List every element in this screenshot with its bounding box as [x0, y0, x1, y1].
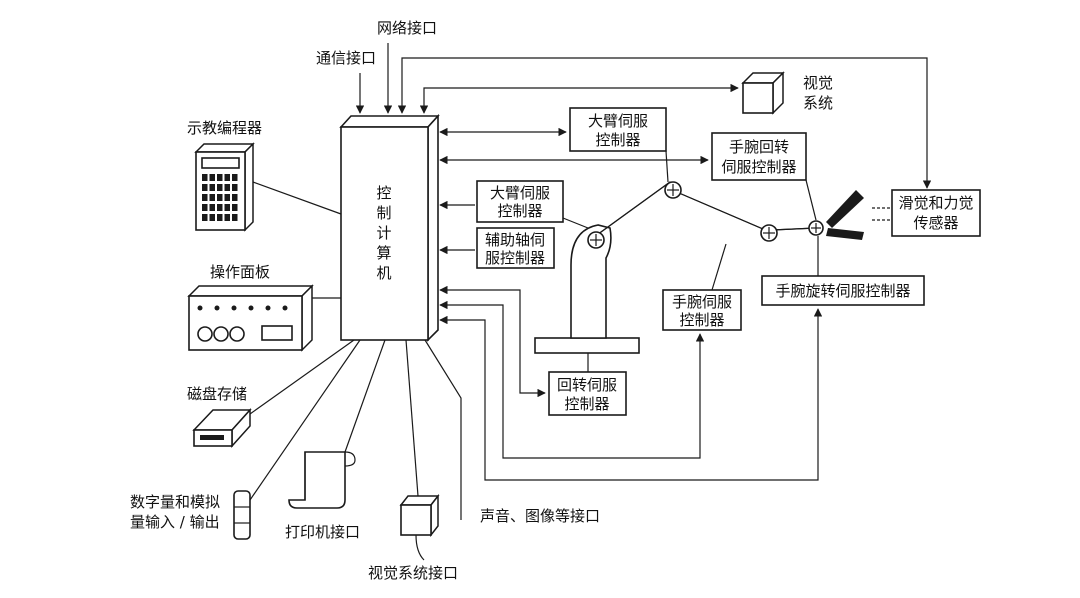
digital-analog-io-label-2: 量输入 / 输出	[130, 513, 220, 531]
wrist-spin-servo-line	[439, 308, 823, 481]
wrist-rotate-servo-label-1: 手腕回转	[729, 138, 789, 156]
control-computer-label: 控制计算机	[376, 184, 391, 282]
arm-servo-top-label-2: 控制器	[595, 131, 640, 149]
digital-analog-io-label-1: 数字量和模拟	[130, 493, 220, 511]
printer-paper-device	[288, 451, 356, 509]
sensor-link-line	[397, 57, 932, 189]
wrist-rotate-servo-leader	[805, 179, 817, 221]
aux-axis-servo-box	[476, 227, 555, 269]
sound-image-interface-label: 声音、图像等接口	[480, 507, 600, 525]
wrist-servo-label-2: 控制器	[679, 311, 724, 329]
wrist-servo-label-1: 手腕伺服	[672, 293, 732, 311]
arm-servo-left-label-2: 控制器	[497, 202, 542, 220]
wrist-rotate-servo-box	[711, 132, 807, 181]
operation-panel-device	[187, 284, 314, 352]
robot-arm	[534, 181, 864, 354]
gripper	[826, 190, 864, 240]
control-computer: 控制计算机	[339, 113, 440, 342]
vision-system-label-2: 系统	[803, 94, 833, 112]
joint-4	[808, 220, 824, 236]
wrist-servo-line	[439, 300, 705, 459]
rotate-servo-label-2: 控制器	[564, 395, 609, 413]
arm-servo-left-label-1: 大臂伺服	[490, 184, 550, 202]
slip-force-sensor-box	[891, 189, 981, 237]
operation-panel-label: 操作面板	[210, 263, 270, 281]
arm-servo-top-box	[569, 107, 667, 152]
teach-pendant-line	[252, 181, 342, 215]
printer-interface-label: 打印机接口	[285, 523, 360, 541]
io-line	[249, 339, 361, 501]
disk-storage-label: 磁盘存储	[187, 385, 247, 403]
disk-storage-line	[249, 339, 355, 415]
printer-line	[344, 339, 386, 453]
joint-2	[664, 181, 682, 199]
vision-link-line	[419, 83, 739, 114]
vision-camera-line	[405, 339, 419, 497]
slip-force-sensor-label-1: 滑觉和力觉	[898, 194, 973, 212]
arm-servo-left-box	[476, 180, 564, 223]
network-interface-label: 网络接口	[377, 19, 437, 37]
teach-pendant-label: 示教编程器	[187, 119, 262, 137]
arm-servo-top-label-1: 大臂伺服	[588, 112, 648, 130]
wrist-rotate-servo-label-2: 伺服控制器	[721, 158, 796, 176]
teach-pendant-device	[194, 142, 255, 232]
vision-system-label-1: 视觉	[803, 74, 833, 92]
aux-axis-servo-label-1: 辅助轴伺	[485, 231, 545, 249]
comm-interface-label: 通信接口	[316, 49, 376, 67]
vision-system-cube	[741, 71, 785, 115]
rotate-servo-label-1: 回转伺服	[557, 376, 617, 394]
disk-storage-device	[192, 408, 252, 448]
wrist-servo-leader	[711, 243, 727, 291]
slip-force-sensor-label-2: 传感器	[913, 214, 958, 232]
io-connector-device	[233, 490, 251, 540]
wrist-spin-servo-label: 手腕旋转伺服控制器	[775, 282, 910, 300]
arm-servo-top-leader	[665, 150, 669, 183]
vision-camera-device	[399, 493, 440, 561]
sound-image-line	[424, 339, 462, 520]
aux-axis-servo-label-2: 服控制器	[485, 249, 545, 267]
vision-interface-label: 视觉系统接口	[368, 564, 458, 582]
joint-1	[587, 231, 605, 249]
wrist-spin-servo-box	[761, 275, 925, 306]
rotate-servo-box	[548, 371, 627, 416]
joint-3	[760, 224, 778, 242]
